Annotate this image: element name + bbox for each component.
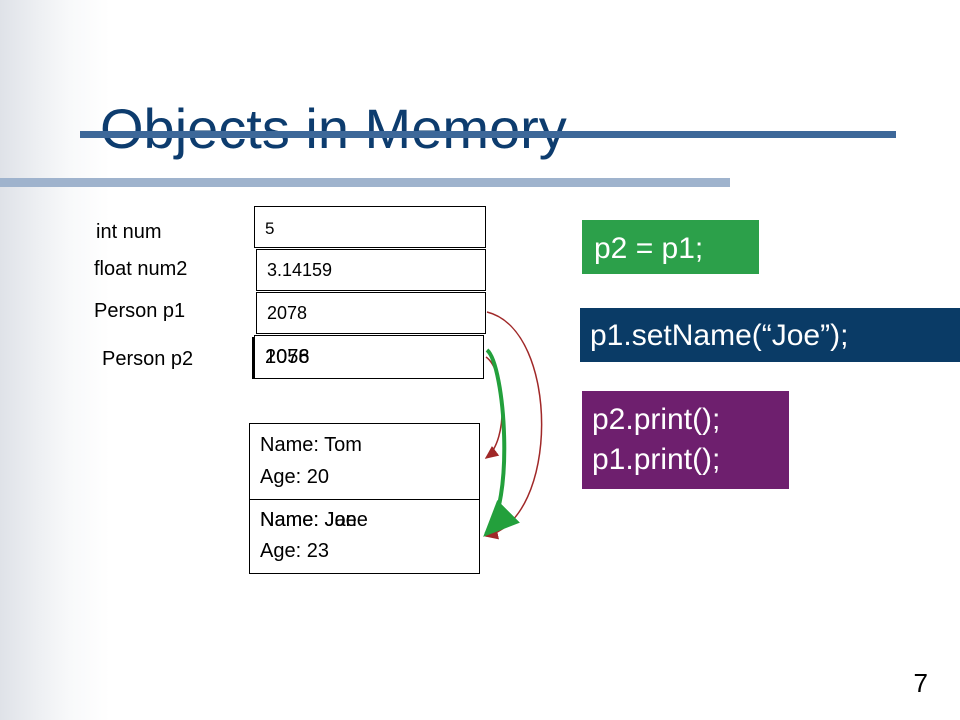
memory-value-num2: 3.14159 — [267, 260, 333, 280]
statement-print-p1: p1.print(); — [592, 443, 721, 476]
object-joe-name-overlay: Name: Joe — [260, 509, 357, 531]
memory-cell-num2: 3.14159 — [256, 249, 486, 291]
object-jane-age: Age: 23 — [260, 540, 329, 562]
slide-title: Objects in Memory — [100, 97, 567, 160]
statement-assign: p2 = p1; — [582, 220, 759, 274]
object-box-jane: Name: Jane Name: Joe Age: 23 — [249, 499, 480, 574]
title-rule-top — [80, 131, 896, 138]
memory-cell-num: 5 — [254, 206, 486, 248]
arrow-p1-to-jane — [484, 311, 543, 540]
statement-print-p2: p2.print(); — [592, 403, 721, 436]
statement-setname: p1.setName(“Joe”); — [580, 308, 960, 362]
page-number: 7 — [913, 668, 928, 698]
arrow-p2-to-tom — [484, 356, 503, 459]
object-box-tom: Name: Tom Age: 20 — [249, 423, 480, 500]
var-label-p2: Person p2 — [102, 348, 194, 370]
object-jane-name: Name: Jane — [260, 509, 368, 531]
var-label-num: int num — [96, 221, 162, 243]
memory-value-p1: 2078 — [267, 303, 308, 323]
memory-cell-p2-border — [252, 337, 254, 379]
memory-value-num: 5 — [265, 219, 275, 238]
memory-value-p2-new: 2078 — [265, 346, 310, 368]
var-label-num2: float num2 — [94, 258, 188, 280]
var-label-p1: Person p1 — [94, 300, 186, 322]
memory-value-p2-old: 1056 — [265, 346, 310, 368]
memory-cell-p2: 1056 2078 — [254, 335, 484, 379]
arrow-p2-to-jane-new — [483, 348, 520, 537]
object-tom-name: Name: Tom — [260, 434, 362, 456]
object-tom-age: Age: 20 — [260, 466, 329, 488]
statement-print: p2.print(); p1.print(); — [582, 391, 789, 489]
title-rule-bottom — [0, 178, 730, 187]
memory-cell-p1: 2078 — [256, 292, 486, 334]
